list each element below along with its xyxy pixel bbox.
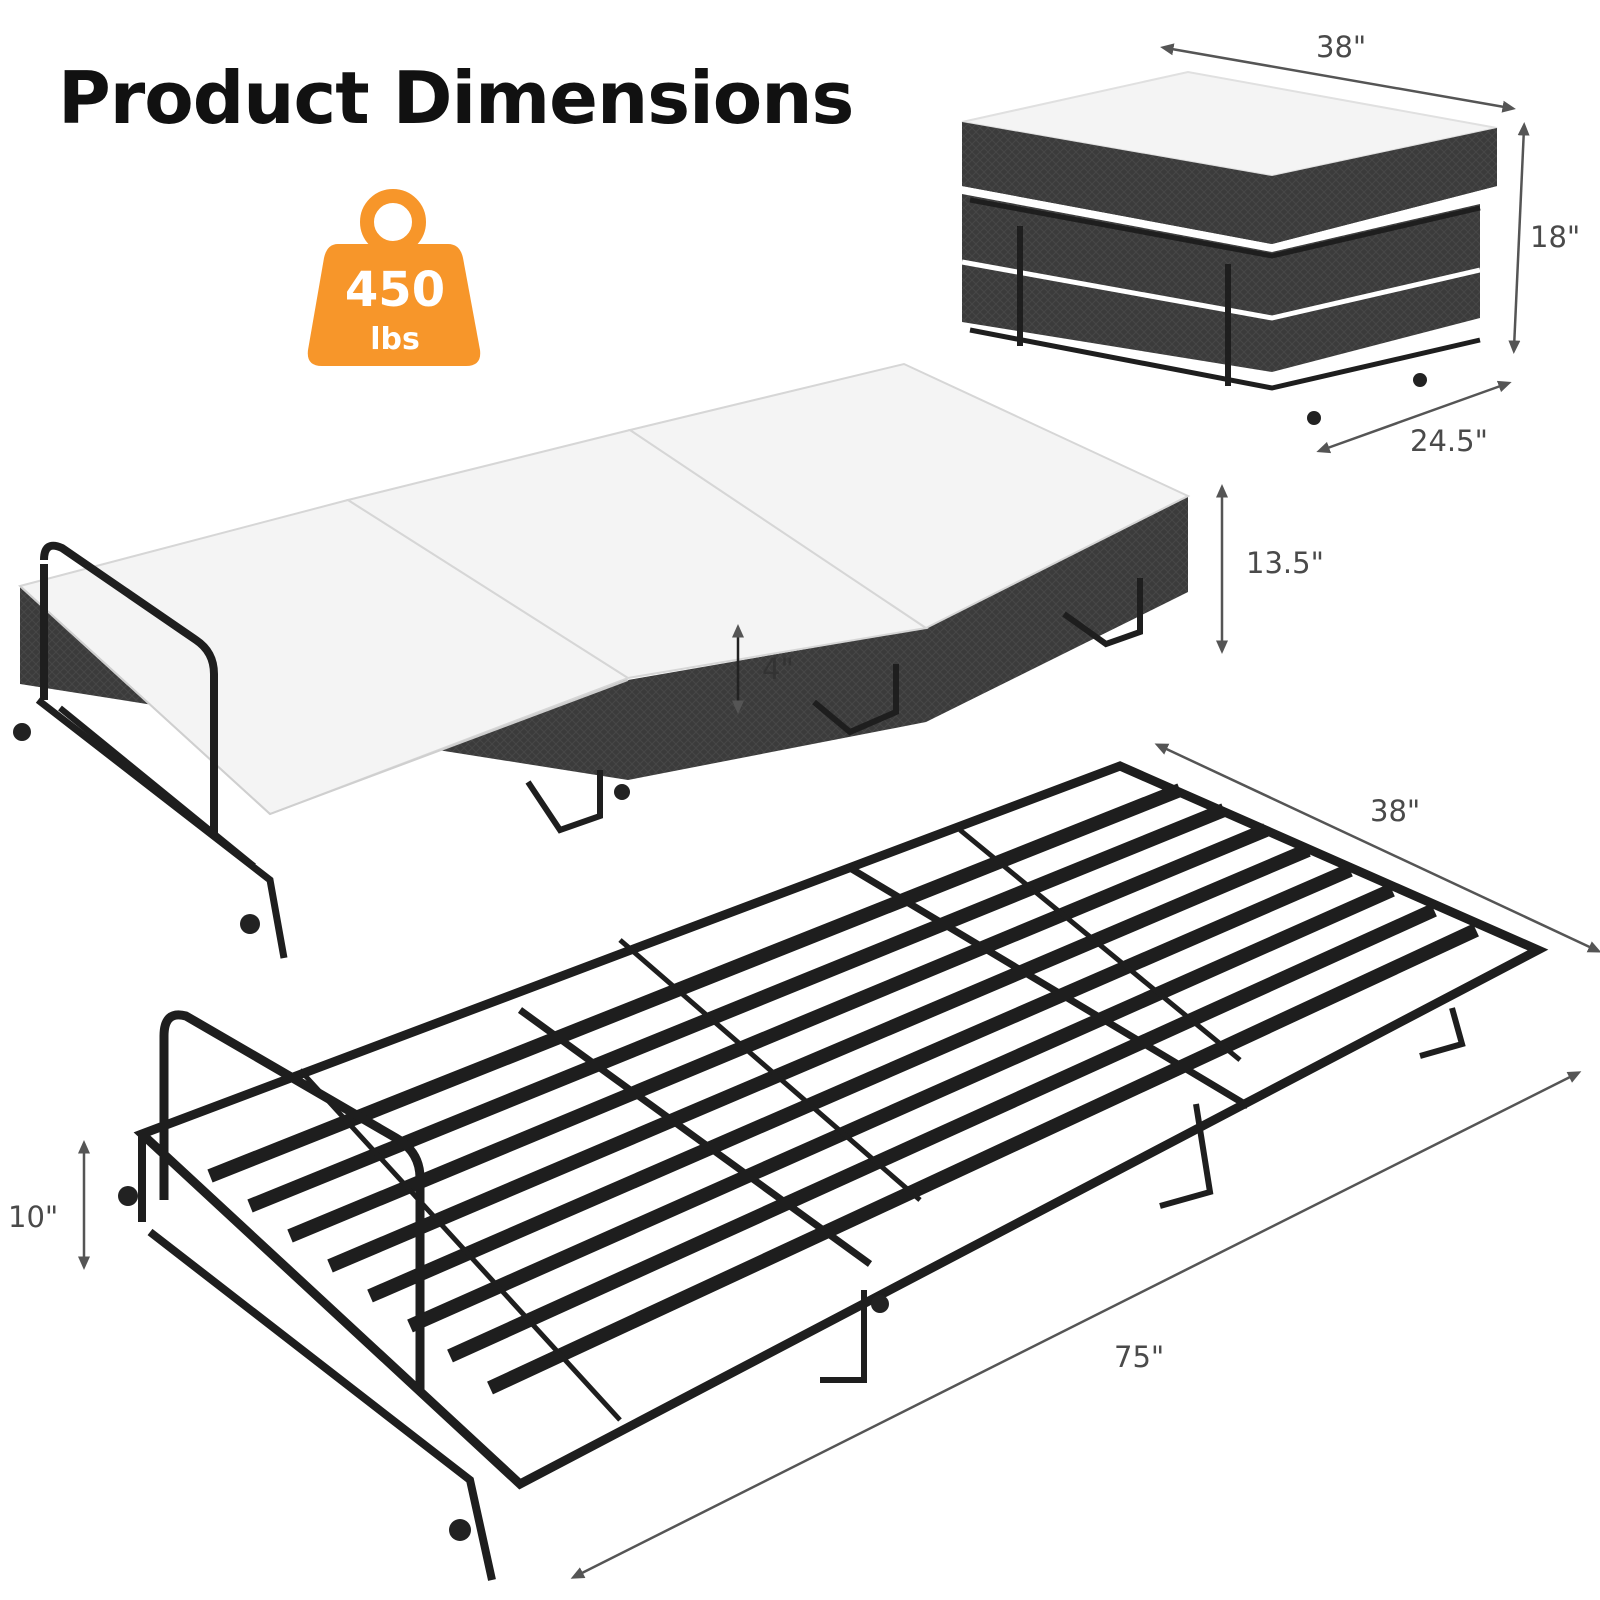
- weight-unit: lbs: [370, 322, 420, 357]
- page-title: Product Dimensions: [58, 56, 854, 140]
- frame-width-line: [1154, 743, 1600, 953]
- folded-depth-label: 24.5": [1410, 424, 1488, 458]
- folded-width-line: [1160, 43, 1516, 113]
- mattress-thickness-label: 4": [762, 652, 794, 686]
- weight-badge-icon: [307, 189, 481, 366]
- folded-bed-illustration: [961, 70, 1498, 425]
- folded-width-label: 38": [1316, 30, 1367, 64]
- bed-with-mattress-illustration: [13, 362, 1191, 959]
- folded-height-label: 18": [1530, 220, 1581, 254]
- frame-length-label: 75": [1114, 1340, 1165, 1374]
- bed-height-label: 13.5": [1246, 546, 1324, 580]
- folded-height-line: [1508, 122, 1530, 354]
- frame-width-label: 38": [1370, 794, 1421, 828]
- bare-frame-illustration: [118, 761, 1549, 1581]
- folded-depth-line: [1316, 380, 1512, 454]
- frame-length-line: [570, 1071, 1582, 1579]
- frame-height-label: 10": [8, 1200, 59, 1234]
- weight-value: 450: [344, 262, 446, 318]
